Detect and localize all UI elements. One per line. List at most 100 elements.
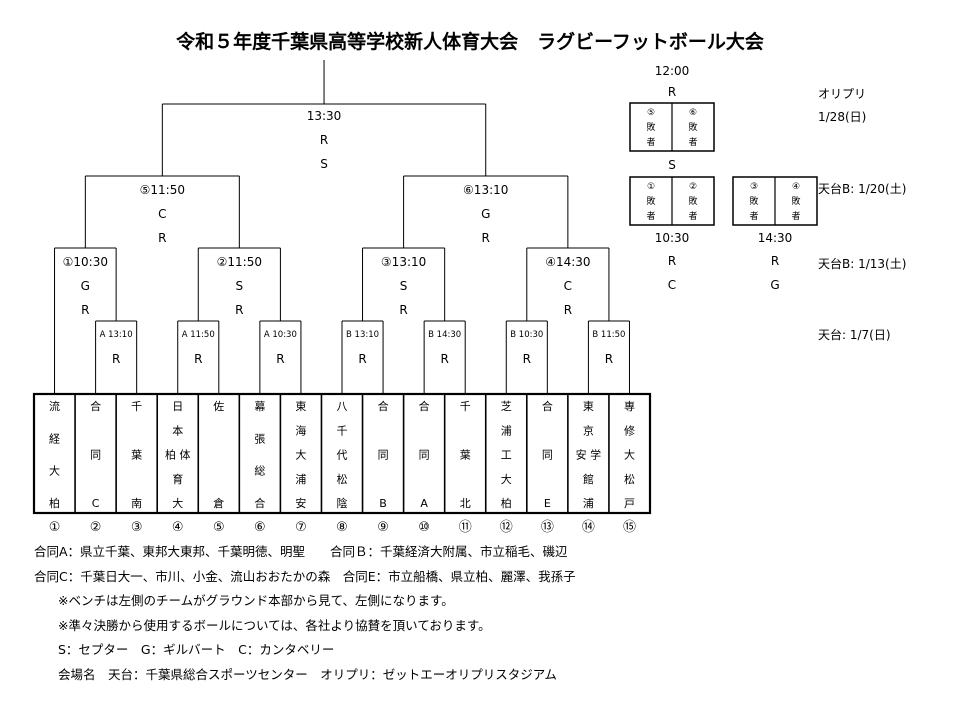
placement-semi-a-loser-label: 敗 <box>646 195 655 207</box>
team-name-char: 合 <box>378 399 389 413</box>
team-name-char: 安 <box>295 496 306 510</box>
placement-semi-b-loser-label: 者 <box>749 211 758 222</box>
team-name-char: 八 <box>337 400 348 413</box>
team-name-char: 合 <box>419 399 430 413</box>
quarterfinal-match-label: ①10:30 <box>63 255 108 269</box>
team-name-char: 佐 <box>213 399 224 413</box>
bracket-lines <box>54 60 630 394</box>
placement-final-loser-label: 者 <box>688 137 697 148</box>
final-referee: S <box>320 157 328 171</box>
team-name-char: 安 学 <box>576 448 602 462</box>
semifinal-referee: R <box>482 231 490 245</box>
team-name-char: 大 <box>624 448 635 462</box>
team-name-char: 北 <box>460 497 471 510</box>
team-name-char: 柏 体 <box>165 448 191 462</box>
quarterfinal-match-label: ④14:30 <box>545 255 590 269</box>
quarterfinal-referee: S <box>236 279 244 293</box>
team-seed-number: ⑩ <box>418 520 430 535</box>
placement-semi-b-referee: G <box>770 278 779 292</box>
team-name-char: A <box>420 497 428 510</box>
round1-referee: R <box>440 352 448 366</box>
placement-semi-a-loser-label: 者 <box>646 211 655 222</box>
note-joint-a-b: 合同A：県立千葉、東邦大東邦、千葉明徳、明聖 合同Ｂ：千葉経済大附属、市立稲毛、… <box>34 544 568 559</box>
final-match-label: 13:30 <box>307 109 342 123</box>
round1-referee: R <box>358 352 366 366</box>
note-bench: ※ベンチは左側のチームがグラウンド本部から見て、左側になります。 <box>58 593 454 608</box>
team-name-char: 戸 <box>624 497 635 510</box>
round1-referee: R <box>276 352 284 366</box>
placement-final-referee: S <box>668 158 676 172</box>
venue-olipuri: オリプリ <box>818 87 866 101</box>
venue-olipuri-date: 1/28(日) <box>818 110 866 124</box>
team-name-char: 陰 <box>337 496 348 510</box>
round1-referee: R <box>194 352 202 366</box>
round1-match-label: B 10:30 <box>510 330 543 340</box>
placement-semi-b-time: 14:30 <box>758 231 793 245</box>
placement-semi-a-referee: C <box>668 278 676 292</box>
team-name-char: 合 <box>254 496 265 510</box>
team-seed-number: ⑤ <box>213 520 225 535</box>
quarterfinal-referee: G <box>81 279 90 293</box>
team-name-char: 同 <box>90 449 101 462</box>
placement-semi-a-referee: R <box>668 254 676 268</box>
round1-match-label: B 11:50 <box>592 330 625 340</box>
round1-match-label: A 13:10 <box>100 330 133 340</box>
semifinal-match-label: ⑥13:10 <box>463 183 508 197</box>
team-name-char: 同 <box>542 449 553 462</box>
placement-final-loser-label: 敗 <box>646 121 655 133</box>
notes: 合同A：県立千葉、東邦大東邦、千葉明徳、明聖 合同Ｂ：千葉経済大附属、市立稲毛、… <box>34 540 934 687</box>
semifinal-referee: R <box>158 231 166 245</box>
placement-semi-a-loser-label: ① <box>647 182 655 192</box>
team-name-char: 同 <box>419 449 430 462</box>
placement-semi-a-loser-label: 敗 <box>688 195 697 207</box>
team-name-char: 工 <box>501 449 512 462</box>
final-referee: R <box>320 133 328 147</box>
team-seed-number: ① <box>49 520 61 535</box>
note-joint-c-e: 合同C：千葉日大一、市川、小金、流山おおたかの森 合同E：市立船橋、県立柏、麗澤… <box>34 568 576 584</box>
placement-semi-b-loser-label: 敗 <box>749 195 758 207</box>
team-name-char: 専 <box>624 400 635 413</box>
team-seed-number: ⑥ <box>254 520 266 535</box>
team-seed-number: ⑬ <box>541 520 554 535</box>
team-name-char: 大 <box>172 496 183 510</box>
team-name-char: 京 <box>583 423 594 437</box>
team-name-char: 千 <box>460 400 471 413</box>
team-name-char: 張 <box>254 432 265 445</box>
team-name-char: 同 <box>378 449 389 462</box>
team-seed-number: ⑨ <box>377 520 389 535</box>
team-name-char: 経 <box>49 432 60 445</box>
placement-semi-a-loser-label: 者 <box>688 211 697 222</box>
team-seed-number: ② <box>90 520 102 535</box>
team-name-char: 東 <box>583 400 594 413</box>
team-name-char: 幕 <box>254 399 265 413</box>
team-name-char: 松 <box>337 472 348 486</box>
round1-match-label: A 11:50 <box>182 330 215 340</box>
semifinal-match-label: ⑤11:50 <box>140 183 185 197</box>
team-name-char: 合 <box>90 399 101 413</box>
team-seed-number: ⑧ <box>336 520 348 535</box>
team-name-char: 浦 <box>501 424 512 437</box>
placement-semi-b-loser-label: ④ <box>792 182 800 192</box>
team-seed-number: ③ <box>131 520 143 535</box>
team-name-char: 浦 <box>583 497 594 510</box>
semifinal-referee: C <box>158 207 166 221</box>
quarterfinal-referee: R <box>235 303 243 317</box>
placement-semi-b-loser-label: 敗 <box>791 195 800 207</box>
placement-final-loser-label: 敗 <box>688 121 697 133</box>
placement-semi-b-referee: R <box>771 254 779 268</box>
venue-date-round2: 天台B: 1/13(土) <box>818 256 906 271</box>
team-name-char: 千 <box>337 424 348 437</box>
placement-final-loser-label: ⑤ <box>647 108 655 118</box>
team-name-char: 柏 <box>49 496 60 510</box>
team-name-char: 浦 <box>295 473 306 486</box>
team-seed-number: ⑪ <box>459 520 472 535</box>
placement-final-loser-label: ⑥ <box>689 108 697 118</box>
team-name-char: E <box>544 497 551 510</box>
team-name-char: 大 <box>295 448 306 462</box>
team-name-char: 館 <box>583 472 594 486</box>
